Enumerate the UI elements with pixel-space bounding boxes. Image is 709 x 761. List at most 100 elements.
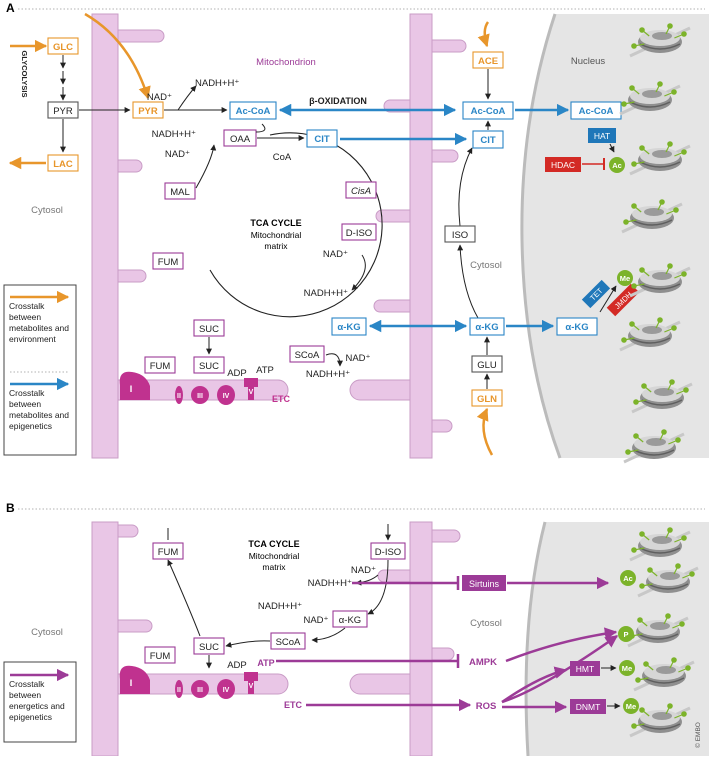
svg-text:Me: Me [620,274,630,283]
ros-to-hmt-arrow [501,666,568,704]
svg-text:I: I [130,384,133,394]
svg-text:CIT: CIT [480,135,496,146]
akg-box-b: α-KG [332,610,368,628]
svg-text:GLU: GLU [477,360,497,371]
svg-text:OAA: OAA [230,134,251,145]
mal-box: MAL [164,182,196,200]
nucleosomes-b [627,527,699,738]
iso-nadh-arrow [351,254,366,291]
svg-text:II: II [177,687,181,694]
nadh-label-4: NADH+H⁺ [306,369,350,380]
nucleosome-icon [629,263,691,298]
svg-text:α-KG: α-KG [337,322,360,333]
nad-label-b2: NAD⁺ [303,615,328,626]
pyr-cytosol-box: PYR [47,101,79,119]
cytosol-label-right-a: Cytosol [470,260,502,271]
svg-text:FUM: FUM [150,361,171,372]
hdac-box: HDAC [545,157,581,172]
iso-to-akg-arrow [367,559,389,615]
svg-text:Me: Me [626,702,636,711]
suc-to-fum-arc [167,559,201,637]
ampk-to-p-arrow [505,627,618,663]
svg-text:Sirtuins: Sirtuins [469,579,500,589]
iso-to-cit-arrow [458,147,473,227]
glu-box: GLU [471,355,503,373]
nucleosome-icon [629,527,691,562]
nucleosome-icon [629,141,691,176]
cytosol-label-left-b: Cytosol [31,627,63,638]
legend-orange-text: Crosstalk between metabolites and enviro… [9,301,70,344]
nucleosome-icon [629,703,691,738]
svg-text:α-KG: α-KG [339,615,361,626]
svg-text:HAT: HAT [594,131,610,141]
me-mark-b2: Me [623,698,639,714]
nucleosome-icon [633,657,695,692]
nucleus-label: Nucleus [571,56,606,67]
svg-text:III: III [197,393,203,400]
environment-to-pyr-arrow [84,12,151,100]
etc-label-b: ETC [284,700,303,710]
akg-cytosol-box: α-KG [469,317,505,336]
iso-box: ISO [444,225,476,243]
atp-label-a: ATP [256,365,274,376]
svg-text:Ac-CoA: Ac-CoA [236,106,271,117]
cit-mito-box: CIT [306,129,338,148]
mitochondrion-label: Mitochondrion [256,57,316,68]
svg-text:SUC: SUC [199,642,219,653]
legend-a: Crosstalk between metabolites and enviro… [3,284,77,456]
svg-text:SUC: SUC [199,361,219,372]
cit-cytosol-box: CIT [472,130,504,149]
nad-label-4: NAD⁺ [345,353,370,364]
accoa-mito-box: Ac-CoA [229,101,277,120]
scoa-box-b: SCoA [270,632,306,650]
coa-label: CoA [273,152,292,163]
glc-box: GLC [47,37,79,55]
svg-text:IV: IV [223,393,230,400]
ros-to-p-arrow [501,634,619,704]
svg-text:HDAC: HDAC [551,160,575,170]
svg-text:Ac: Ac [612,161,622,170]
svg-text:CIT: CIT [314,134,330,145]
fum-box-a2: FUM [152,252,184,270]
svg-text:ISO: ISO [452,230,468,241]
svg-text:IV: IV [223,687,230,694]
ros-label: ROS [476,701,497,712]
fum-box-a1: FUM [144,356,176,374]
etc-complexes-b: I II III IV V [119,665,258,699]
accoa-to-oaa-join [255,123,266,133]
svg-text:P: P [623,630,628,639]
nucleosome-icon [619,81,681,116]
me-mark-a: Me [617,270,633,286]
ampk-label: AMPK [469,657,497,668]
svg-text:LAC: LAC [53,159,73,170]
svg-text:GLN: GLN [477,394,497,405]
svg-text:PYR: PYR [138,106,158,117]
tca-subtitle-b-2: matrix [262,562,286,572]
hmt-box: HMT [570,661,600,676]
scoa-to-suc-arrow [225,640,271,648]
svg-text:MAL: MAL [170,187,190,198]
tca-title-b: TCA CYCLE [248,539,299,549]
nucleosomes-a [619,23,693,464]
lac-box: LAC [47,154,79,172]
pyr-mito-box: PYR [132,101,164,119]
panel-b-letter: B [6,501,15,515]
nad-label-1: NAD⁺ [147,92,172,103]
glycolysis-label: GLYCOLYSIS [20,51,29,98]
svg-text:Ac-CoA: Ac-CoA [471,106,506,117]
nucleosome-icon [627,613,689,648]
nad-label-2: NAD⁺ [165,149,190,160]
fum-box-b2: FUM [144,646,176,664]
akg-to-iso-arrow [457,244,479,319]
svg-text:III: III [197,687,203,694]
svg-text:V: V [249,683,254,690]
beta-oxidation-label: β-OXIDATION [309,96,367,106]
akg-to-scoa-arrow [311,627,346,643]
svg-text:GLC: GLC [53,42,73,53]
nad-label-b1: NAD⁺ [351,565,376,576]
svg-text:FUM: FUM [158,257,179,268]
svg-text:FUM: FUM [150,651,171,662]
akg-nadh-arrow [325,353,343,367]
nucleosome-icon [637,563,699,598]
nucleus-region-a [520,13,709,459]
